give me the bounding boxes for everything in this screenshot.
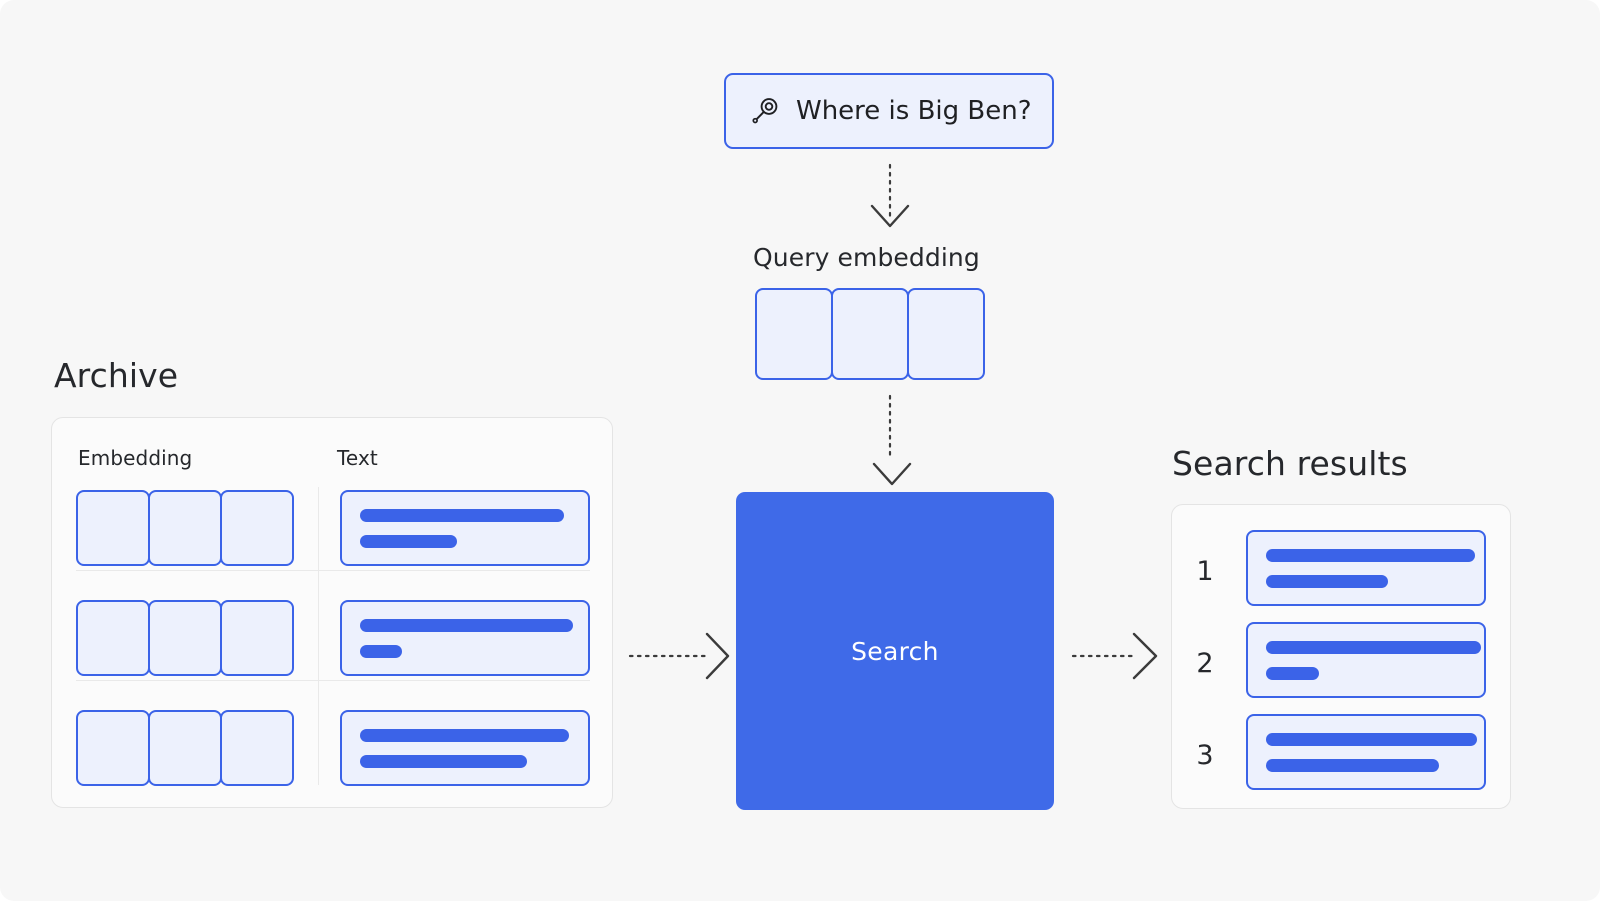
text-line-bar: [1266, 548, 1475, 562]
text-line-bar: [360, 754, 527, 768]
search-block[interactable]: Search: [736, 492, 1054, 810]
text-line-bar: [360, 534, 457, 548]
text-line-bar: [360, 728, 569, 742]
search-results-title: Search results: [1172, 444, 1408, 483]
embedding-cell: [148, 710, 222, 786]
query-input-box[interactable]: Where is Big Ben?: [724, 73, 1054, 149]
embedding-cell: [76, 710, 150, 786]
embedding-cell: [220, 710, 294, 786]
embedding-cell: [148, 490, 222, 566]
archive-text-card: [340, 600, 590, 676]
arrow-query-to-embedding: [870, 163, 910, 228]
search-results-panel: 1 2 3: [1171, 504, 1511, 809]
embedding-cell: [76, 490, 150, 566]
archive-column-divider: [318, 487, 319, 785]
query-text: Where is Big Ben?: [796, 96, 1032, 126]
archive-embedding-cells: [76, 710, 294, 786]
archive-column-header-embedding: Embedding: [78, 446, 193, 470]
archive-text-card: [340, 490, 590, 566]
text-line-bar: [1266, 666, 1319, 680]
result-card[interactable]: [1246, 530, 1486, 606]
embedding-cell: [907, 288, 985, 380]
embedding-cell: [76, 600, 150, 676]
embedding-cell: [831, 288, 909, 380]
magnifier-icon: [750, 96, 780, 126]
archive-row-divider: [76, 680, 590, 681]
search-label: Search: [851, 636, 939, 666]
archive-row-divider: [76, 570, 590, 571]
embedding-cell: [220, 600, 294, 676]
arrow-embedding-to-search: [872, 394, 912, 486]
embedding-cell: [220, 490, 294, 566]
arrow-search-to-results: [1071, 632, 1158, 680]
archive-title: Archive: [54, 356, 179, 395]
text-line-bar: [1266, 758, 1439, 772]
embedding-cell: [148, 600, 222, 676]
archive-panel: Embedding Text: [51, 417, 613, 808]
archive-embedding-cells: [76, 600, 294, 676]
query-embedding-cells: [755, 288, 985, 380]
archive-column-header-text: Text: [337, 446, 378, 470]
result-rank: 3: [1196, 740, 1214, 771]
result-card[interactable]: [1246, 714, 1486, 790]
text-line-bar: [1266, 640, 1481, 654]
result-rank: 1: [1196, 556, 1214, 587]
arrow-archive-to-search: [628, 632, 730, 680]
embedding-cell: [755, 288, 833, 380]
text-line-bar: [360, 644, 402, 658]
result-card[interactable]: [1246, 622, 1486, 698]
text-line-bar: [360, 508, 564, 522]
text-line-bar: [360, 618, 573, 632]
result-rank: 2: [1196, 648, 1214, 679]
text-line-bar: [1266, 574, 1388, 588]
archive-embedding-cells: [76, 490, 294, 566]
archive-text-card: [340, 710, 590, 786]
query-embedding-label: Query embedding: [753, 243, 980, 272]
text-line-bar: [1266, 732, 1477, 746]
